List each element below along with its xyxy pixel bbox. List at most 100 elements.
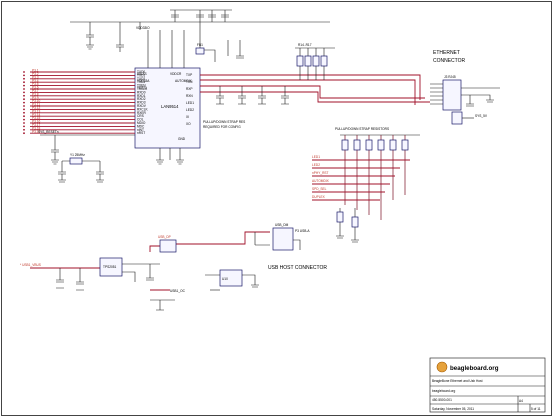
chip-pin-label: CRS (137, 114, 144, 118)
signal-label: P3.8 (32, 92, 39, 96)
signal-label: P3.14 (32, 113, 41, 117)
svg-text:TPS2051: TPS2051 (103, 265, 117, 269)
svg-text:AUTOMDIX: AUTOMDIX (312, 179, 330, 183)
ethernet-connector: ETHERNET CONNECTOR SYS_5V J3 RJ45 (430, 50, 500, 125)
chip-pin-label: TXD3 (137, 80, 145, 84)
svg-text:DUPLEX: DUPLEX (312, 195, 326, 199)
signal-port-icon (23, 77, 25, 80)
ethernet-bus: R14..R17 PULLUP/DOWN STRAP RES REQUIRED … (200, 43, 430, 129)
title-block: beagleboard.org BeagleBone Ethernet and … (429, 357, 546, 413)
svg-text:PULLUP/DOWN STRAP RES: PULLUP/DOWN STRAP RES (203, 120, 245, 124)
svg-text:VDDCR: VDDCR (170, 72, 182, 76)
ethernet-heading-line1: ETHERNET (433, 50, 460, 56)
signal-label: P3.15 (32, 116, 41, 120)
chip-pin-label: XI (186, 115, 189, 119)
chip-pin-label: RXD2 (137, 97, 146, 101)
signal-port-icon (23, 91, 25, 94)
signal-port-icon (23, 74, 25, 77)
svg-text:FB1: FB1 (197, 43, 203, 47)
signal-label: P3.9 (32, 96, 39, 100)
signal-port-icon (23, 84, 25, 87)
signal-port-icon (23, 111, 25, 114)
signal-port-icon (23, 94, 25, 97)
signal-port-icon (23, 108, 25, 111)
decoupling-network: VDD33IO FB1 (70, 9, 330, 68)
svg-text:P3 USB-A: P3 USB-A (295, 229, 310, 233)
signal-label: P3.17 (32, 123, 41, 127)
signal-port-icon (23, 125, 25, 128)
signal-label: P3.11 (32, 103, 40, 107)
signal-port-icon (23, 71, 25, 73)
svg-text:U10: U10 (222, 277, 228, 281)
title-block-date: Saturday, November 05, 2011 (432, 407, 474, 411)
title-block-docno: 450-5500-001 (432, 398, 452, 402)
signal-port-icon (23, 132, 25, 135)
title-block-sheet: 5 of 11 (531, 407, 541, 411)
svg-text:J3 RJ45: J3 RJ45 (444, 75, 456, 79)
svg-text:R14..R17: R14..R17 (298, 43, 312, 47)
usb-host-section: USB HOST CONNECTOR * USB1_VBUS TPS2051 U… (20, 223, 327, 311)
chip-pin-label: TXN (186, 80, 193, 84)
signal-port-icon (23, 98, 25, 101)
svg-text:SPD_SEL: SPD_SEL (312, 187, 327, 191)
signal-port-icon (23, 101, 25, 104)
svg-text:LED1: LED1 (312, 155, 320, 159)
chip-pin-label: RXD3 (137, 101, 146, 105)
title-block-title: BeagleBone Ethernet and Usb Host (432, 379, 483, 383)
website-label: beagleboard.org (450, 365, 499, 372)
svg-text:* USB1_VBUS: * USB1_VBUS (20, 263, 41, 267)
signal-label: P3.2 (32, 72, 39, 76)
svg-text:AUTOMDIX: AUTOMDIX (175, 79, 193, 83)
signal-label: P3.3 (32, 75, 39, 79)
ethernet-heading-line2: CONNECTOR (433, 58, 466, 64)
chip-pin-label: RXDV (137, 104, 147, 108)
signal-port-icon (23, 81, 25, 84)
svg-text:SYS_RESETn: SYS_RESETn (38, 130, 59, 134)
chip-pin-label: TXP (186, 73, 192, 77)
signal-label: P3.6 (32, 86, 39, 90)
signal-label: P3.7 (32, 89, 39, 93)
signal-label: P3.5 (32, 82, 39, 86)
svg-text:VDD33A: VDD33A (137, 79, 150, 83)
svg-text:Y1 25MHz: Y1 25MHz (70, 153, 85, 157)
svg-text:USB1_OC: USB1_OC (170, 289, 186, 293)
chip-pin-label: MDIO (137, 121, 146, 125)
chip-pin-label: RXD1 (137, 94, 146, 98)
chip-pin-label: COL (137, 118, 144, 122)
crystal-oscillator: Y1 25MHz SYS_RESETn (38, 130, 135, 183)
chip-pin-label: TXCLK (137, 87, 148, 91)
svg-text:GND: GND (178, 137, 186, 141)
signal-label: P3.1 (32, 69, 39, 73)
chip-pin-label: RXP (186, 87, 193, 91)
svg-text:SYS_5V: SYS_5V (475, 114, 488, 118)
signal-port-icon (23, 122, 25, 124)
signal-port-icon (23, 118, 25, 121)
chip-pin-label: TXD0 (137, 70, 145, 74)
chip-pin-label: MDC (137, 124, 145, 128)
signal-port-icon (23, 128, 25, 131)
svg-text:TEST1: TEST1 (137, 86, 147, 90)
chip-pin-label: LED1 (186, 101, 194, 105)
chip-pin-label: nINT (137, 128, 144, 132)
usb-heading: USB HOST CONNECTOR (268, 265, 327, 271)
chip-pin-label: TXD2 (137, 77, 145, 81)
strap-resistor-grid: PULLUP/DOWN STRAP RESISTORS LED1 LED2 nP… (312, 127, 420, 243)
signal-port-icon (23, 105, 25, 107)
signal-label: P3.16 (32, 120, 41, 124)
chip-pin-label: TXD1 (137, 73, 145, 77)
signal-port-icon (23, 115, 25, 118)
title-block-company: beagleboard.org (432, 389, 455, 393)
svg-text:VDD33IO: VDD33IO (136, 26, 150, 30)
signal-label: P3.19 (32, 130, 41, 134)
svg-text:nPHY_RST: nPHY_RST (312, 171, 329, 175)
chip-pin-label: RXD0 (137, 90, 146, 94)
lan9514-chip: LAN9514 RBIAS VDD33A TEST1 VDDCR AUTOMDI… (134, 67, 201, 165)
svg-text:RBIAS: RBIAS (137, 72, 147, 76)
chip-pin-label: RXCLK (137, 107, 149, 111)
chip-pin-label: TXEN (137, 84, 146, 88)
signal-port-icon (23, 88, 25, 90)
signal-label: P3.12 (32, 106, 41, 110)
